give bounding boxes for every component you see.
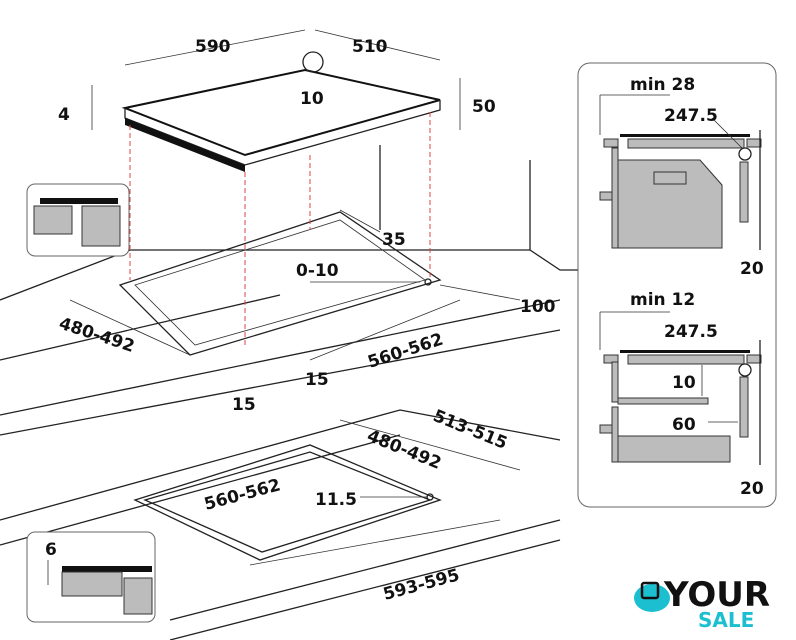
drawer-side-gap: 60 — [672, 415, 696, 435]
oven-radius: 247.5 — [664, 106, 718, 126]
dim-front-offset-a: 15 — [305, 370, 329, 390]
dim-corner-tolerance: 0-10 — [296, 261, 339, 281]
oven-wall-gap: 20 — [740, 259, 764, 279]
logo-text-your: YOUR — [663, 575, 770, 615]
drawer-radius: 247.5 — [664, 322, 718, 342]
dim-outer-width: 593-595 — [381, 565, 462, 605]
oven-min-gap: min 28 — [630, 75, 695, 95]
dim-flush-cutout-depth: 480-492 — [364, 426, 444, 474]
hob-top — [69, 29, 521, 361]
dim-height: 50 — [472, 97, 496, 117]
dim-flush-cutout-width: 560-562 — [202, 475, 283, 515]
dim-depth: 510 — [352, 37, 388, 57]
yoursale-logo: YOUR SALE — [634, 575, 770, 632]
dim-glass-thickness: 4 — [58, 105, 70, 125]
dim-front-offset-b: 15 — [232, 395, 256, 415]
dim-outer-depth: 513-515 — [430, 406, 510, 454]
dim-cutout-depth: 480-492 — [56, 314, 136, 357]
inset-standard-mount — [26, 183, 130, 257]
dim-corner-radius: 10 — [300, 89, 324, 109]
dim-width: 590 — [195, 37, 231, 57]
side-panel — [577, 62, 777, 508]
drawer-min-gap: min 12 — [630, 290, 695, 310]
dim-rear-clearance: 100 — [520, 297, 556, 317]
drawer-wall-gap: 20 — [740, 479, 764, 499]
dim-recess-depth: 6 — [45, 540, 57, 560]
dim-flush-radius: 11.5 — [315, 490, 357, 510]
dim-cutout-width: 560-562 — [365, 330, 445, 373]
drawer-shelf-gap: 10 — [672, 373, 696, 393]
worktop-lower — [0, 409, 561, 640]
logo-text-sale: SALE — [698, 608, 754, 632]
worktop-upper — [0, 160, 600, 436]
dim-back-offset: 35 — [382, 230, 406, 250]
inset-flush-mount — [26, 531, 156, 623]
